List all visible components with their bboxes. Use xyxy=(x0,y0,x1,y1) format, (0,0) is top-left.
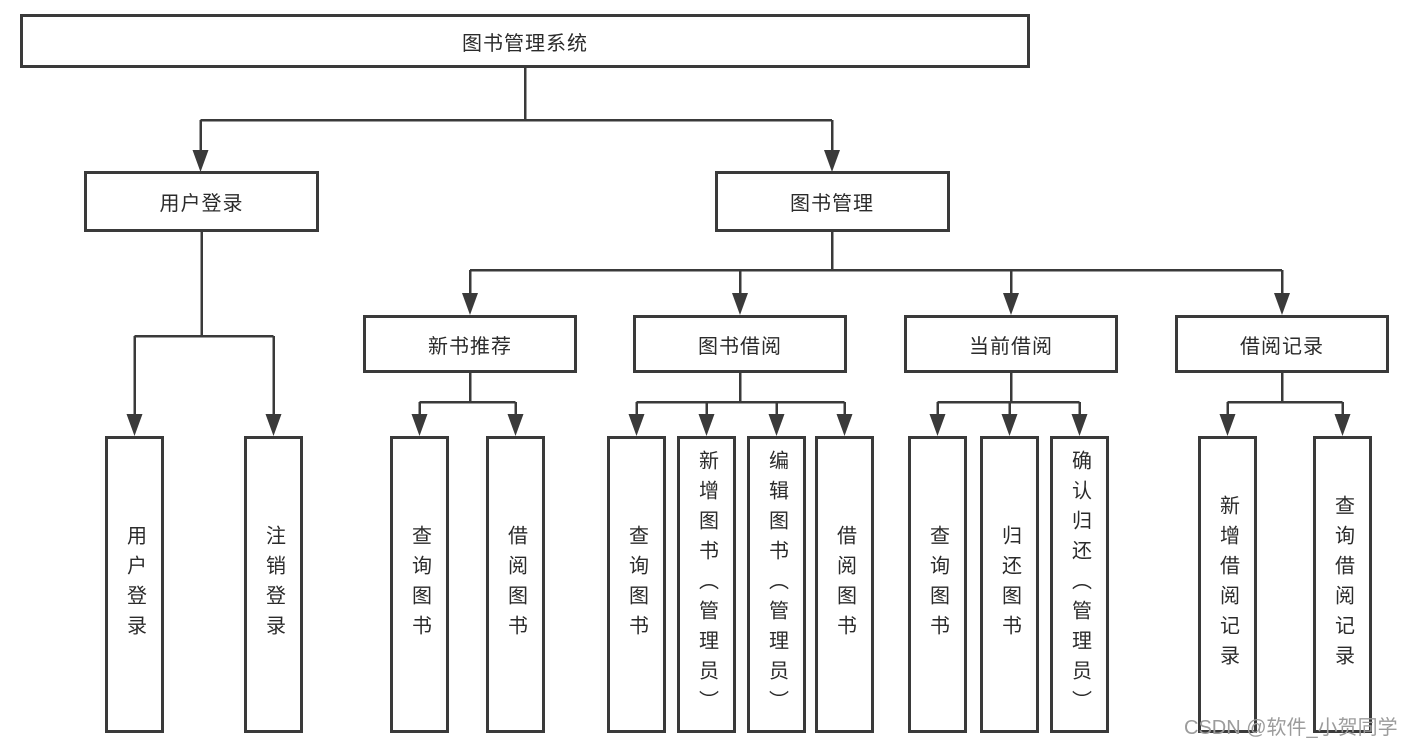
node-new-book-recommend: 新书推荐 xyxy=(363,315,577,373)
leaf-return-books: 归还图书 xyxy=(980,436,1039,733)
node-label: 新书推荐 xyxy=(428,335,512,358)
node-label: 查询图书 xyxy=(625,524,648,645)
leaf-borrow-books-recommend: 借阅图书 xyxy=(486,436,545,733)
leaf-add-books-admin: 新增图书（管理员） xyxy=(677,436,736,733)
node-user-login: 用户登录 xyxy=(84,171,319,232)
leaf-query-books-recommend: 查询图书 xyxy=(390,436,449,733)
node-current-borrow: 当前借阅 xyxy=(904,315,1118,373)
leaf-user-login: 用户登录 xyxy=(105,436,164,733)
node-book-borrow: 图书借阅 xyxy=(633,315,847,373)
leaf-query-books-borrow: 查询图书 xyxy=(607,436,666,733)
leaf-add-borrow-record: 新增借阅记录 xyxy=(1198,436,1257,733)
node-label: 借阅图书 xyxy=(833,524,856,645)
node-label: 图书借阅 xyxy=(698,335,782,358)
leaf-confirm-return-admin: 确认归还（管理员） xyxy=(1050,436,1109,733)
leaf-borrow-books: 借阅图书 xyxy=(815,436,874,733)
csdn-watermark: CSDN @软件_小贺同学 xyxy=(1184,717,1398,739)
node-label: 归还图书 xyxy=(998,524,1021,645)
node-label: 图书管理系统 xyxy=(462,32,588,55)
leaf-logout: 注销登录 xyxy=(244,436,303,733)
node-label: 用户登录 xyxy=(159,193,244,215)
node-label: 确认归还（管理员） xyxy=(1068,449,1091,720)
node-book-management: 图书管理 xyxy=(714,171,950,232)
node-label: 编辑图书（管理员） xyxy=(765,449,788,720)
node-label: 新增借阅记录 xyxy=(1216,494,1239,675)
node-label: 用户登录 xyxy=(123,524,146,645)
node-label: 注销登录 xyxy=(262,524,285,645)
node-label: 查询图书 xyxy=(926,524,949,645)
node-label: 借阅图书 xyxy=(504,524,527,645)
node-label: 借阅记录 xyxy=(1240,335,1324,358)
node-label: 查询图书 xyxy=(408,524,431,645)
leaf-query-borrow-record: 查询借阅记录 xyxy=(1313,436,1372,733)
node-label: 图书管理 xyxy=(790,193,874,215)
leaf-edit-books-admin: 编辑图书（管理员） xyxy=(747,436,806,733)
node-label: 查询借阅记录 xyxy=(1331,494,1354,675)
node-borrow-records: 借阅记录 xyxy=(1175,315,1389,373)
node-label: 新增图书（管理员） xyxy=(695,449,718,720)
leaf-query-books-current: 查询图书 xyxy=(908,436,967,733)
node-library-management-system: 图书管理系统 xyxy=(20,14,1030,68)
node-label: 当前借阅 xyxy=(969,335,1053,358)
